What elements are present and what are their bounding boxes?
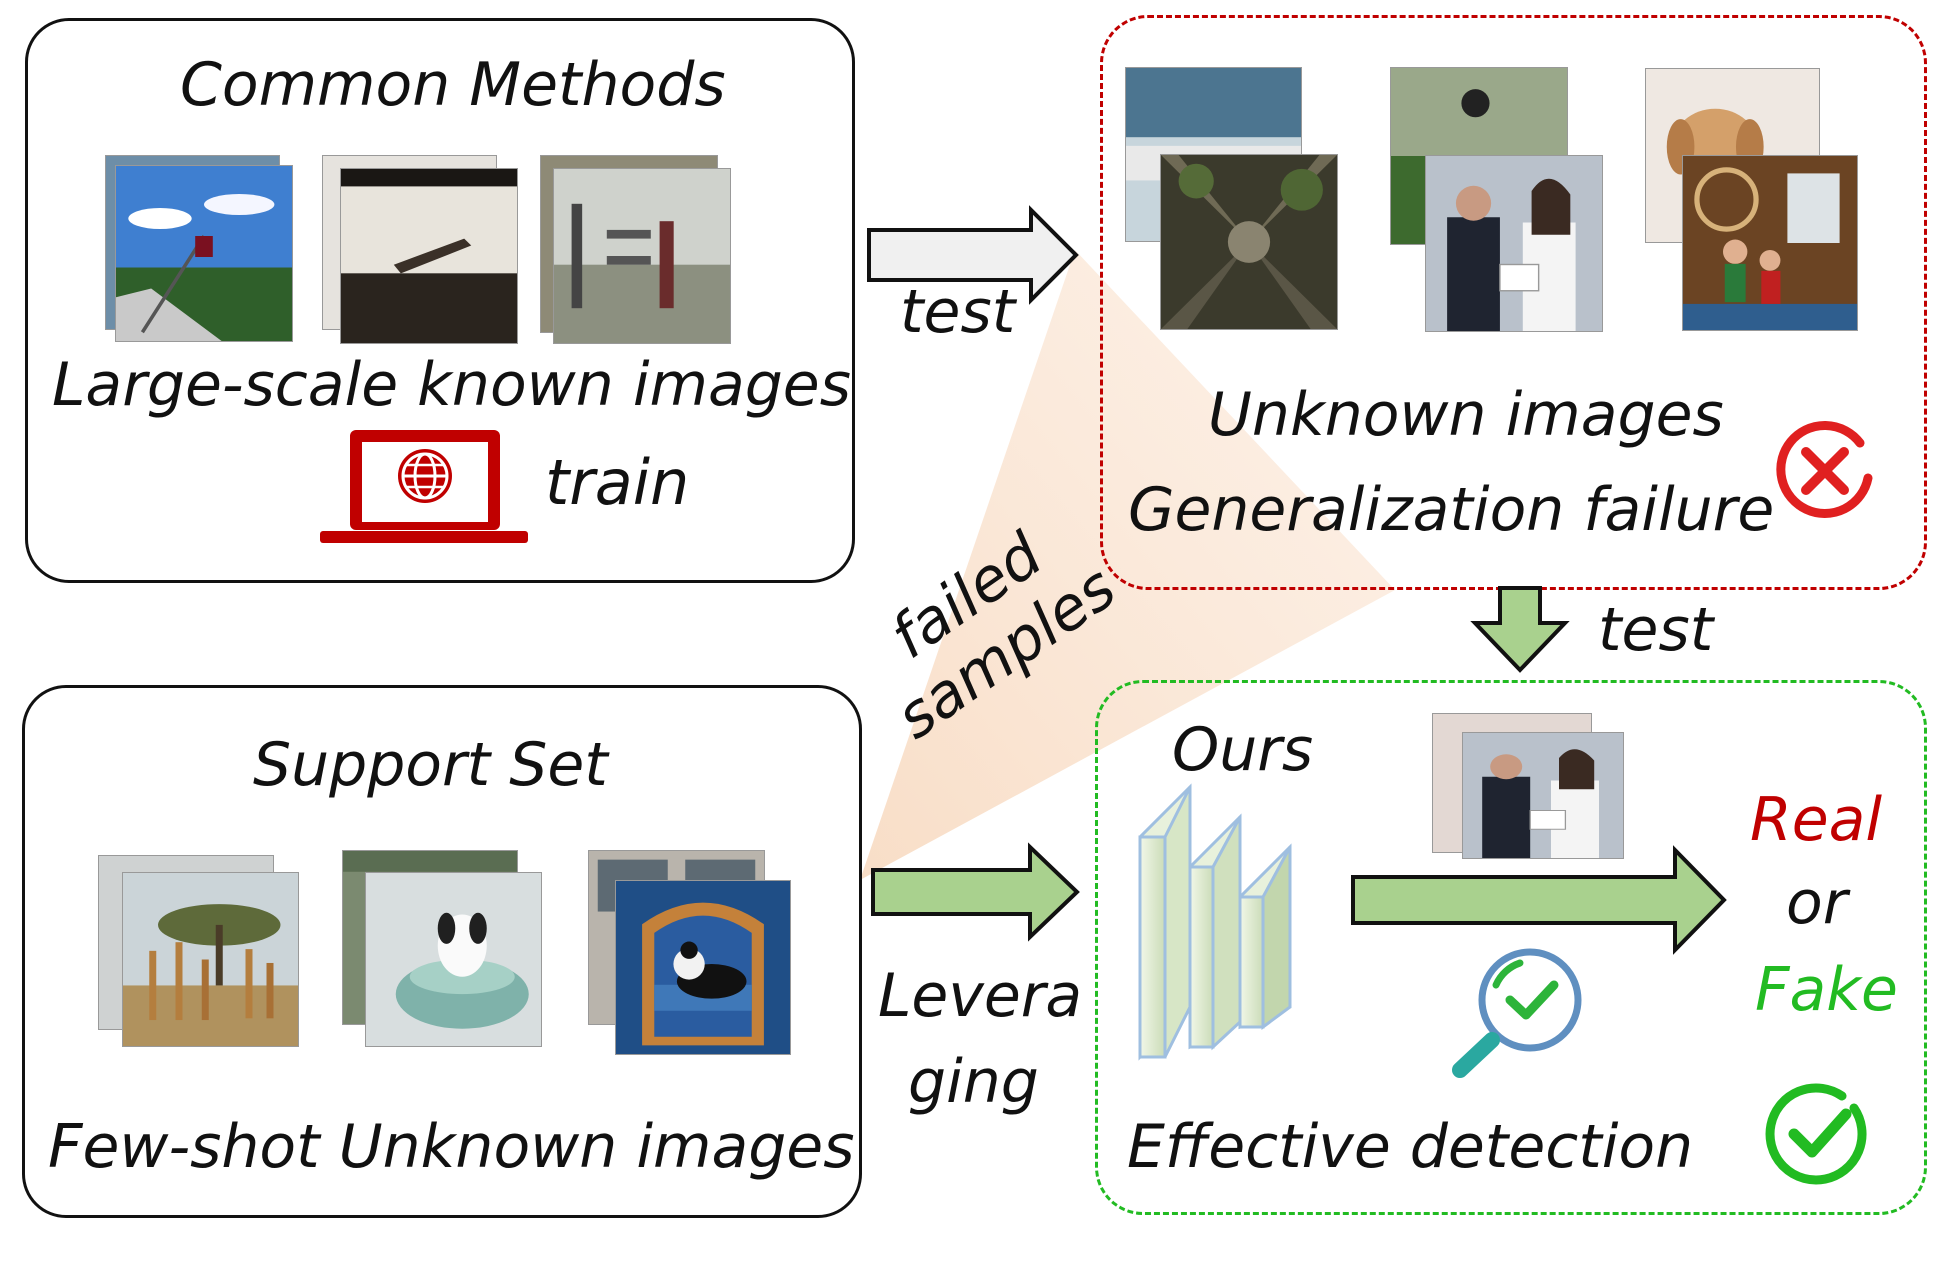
test-label-top: test	[900, 277, 1016, 347]
result-or-label: or	[1786, 868, 1848, 938]
check-circle-icon	[1765, 1083, 1867, 1185]
common-methods-title: Common Methods	[180, 50, 726, 120]
model-network-icon	[1138, 783, 1292, 1061]
test-arrow-down	[1470, 586, 1570, 673]
generalization-failure-label: Generalization failure	[1128, 475, 1775, 545]
result-real-label: Real	[1750, 785, 1883, 855]
ours-panel	[1095, 680, 1927, 1215]
ours-title: Ours	[1172, 715, 1314, 785]
known-images-caption: Large-scale known images	[52, 350, 851, 420]
few-shot-caption: Few-shot Unknown images	[48, 1112, 855, 1182]
result-fake-label: Fake	[1755, 955, 1898, 1025]
leveraging-label-1: Levera	[878, 961, 1083, 1031]
train-label: train	[545, 446, 690, 519]
effective-detection-caption: Effective detection	[1127, 1112, 1694, 1182]
unknown-images-line1: Unknown images	[1208, 380, 1724, 450]
leveraging-label-2: ging	[908, 1047, 1039, 1117]
detection-arrow	[1351, 845, 1727, 955]
x-circle-icon	[1776, 421, 1873, 518]
leveraging-arrow	[871, 842, 1080, 942]
magnifier-check-icon	[1452, 948, 1582, 1078]
laptop-globe-icon	[320, 430, 528, 543]
test-arrow-right	[867, 205, 1079, 305]
test-label-right: test	[1598, 595, 1714, 665]
support-set-title: Support Set	[253, 730, 608, 800]
